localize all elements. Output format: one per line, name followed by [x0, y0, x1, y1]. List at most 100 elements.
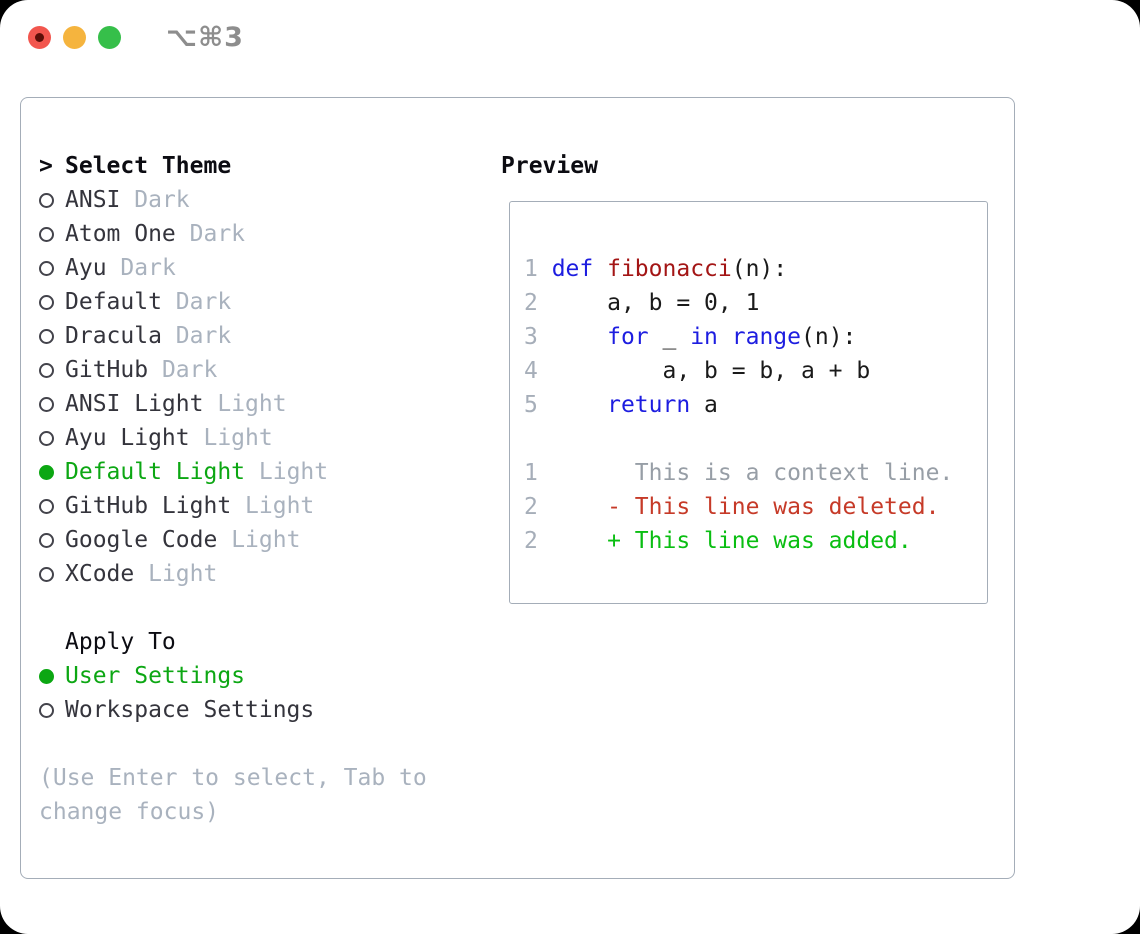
- radio-icon: [39, 294, 54, 310]
- line-number: 3: [524, 324, 552, 350]
- zoom-button[interactable]: [98, 26, 121, 49]
- theme-option-github[interactable]: GitHub Dark: [39, 353, 459, 387]
- line-number: 5: [524, 392, 552, 418]
- option-variant: Light: [245, 493, 315, 519]
- option-label: Google Code Light: [65, 527, 300, 553]
- option-label: Ayu Dark: [65, 255, 176, 281]
- line-number: 2: [524, 290, 552, 316]
- option-name: Dracula: [65, 323, 162, 349]
- option-variant: Light: [148, 561, 218, 587]
- code-token: [552, 494, 607, 520]
- code-line: 4 a, b = b, a + b: [524, 354, 987, 388]
- option-label: Ayu Light Light: [65, 425, 273, 451]
- option-variant: Dark: [161, 357, 218, 383]
- radio-icon: [39, 430, 54, 446]
- option-name: XCode: [65, 561, 135, 587]
- option-label: XCode Light: [65, 561, 217, 587]
- code-token: a, b = 0, 1: [551, 290, 760, 316]
- option-name: Ayu: [65, 255, 107, 281]
- theme-option-xcode[interactable]: XCode Light: [39, 557, 459, 591]
- diff-line: 2 + This line was added.: [524, 524, 987, 558]
- help-text: (Use Enter to select, Tab to change focu…: [39, 765, 427, 825]
- theme-option-ayu[interactable]: Ayu Dark: [39, 251, 459, 285]
- option-variant: Light: [203, 425, 273, 451]
- option-name: ANSI: [65, 187, 121, 213]
- radio-icon: [39, 260, 54, 276]
- radio-icon: [39, 498, 54, 514]
- code-token: a: [690, 392, 718, 418]
- focus-caret-icon: >: [39, 153, 53, 179]
- theme-option-default-light[interactable]: Default Light Light: [39, 455, 459, 489]
- minimize-button[interactable]: [63, 26, 86, 49]
- line-number: 2: [524, 494, 552, 520]
- diff-preview: 1 This is a context line.2 - This line w…: [524, 456, 987, 558]
- radio-icon: [39, 192, 54, 208]
- line-number: 1: [524, 256, 552, 282]
- code-token: a, b = b, a + b: [551, 358, 871, 384]
- radio-icon: [39, 362, 54, 378]
- code-token: for: [607, 324, 649, 350]
- option-label: Default Light Light: [65, 459, 328, 485]
- radio-icon: [39, 566, 54, 582]
- option-variant: Dark: [175, 323, 232, 349]
- close-button[interactable]: [28, 26, 51, 49]
- option-label: ANSI Dark: [65, 187, 190, 213]
- code-token: (n):: [801, 324, 857, 350]
- radio-selected-icon: [39, 464, 54, 480]
- apply-option-user-settings[interactable]: User Settings: [39, 659, 459, 693]
- theme-option-google-code[interactable]: Google Code Light: [39, 523, 459, 557]
- code-token: range: [731, 324, 801, 350]
- code-token: return: [607, 392, 691, 418]
- code-token: [593, 256, 607, 282]
- option-name: Ayu Light: [65, 425, 190, 451]
- traffic-lights: [28, 26, 121, 49]
- radio-icon: [39, 328, 54, 344]
- option-label: User Settings: [65, 663, 245, 689]
- option-name: Workspace Settings: [65, 697, 315, 723]
- line-number: 1: [524, 460, 552, 486]
- radio-icon: [39, 702, 54, 718]
- apply-to-header: Apply To: [39, 625, 459, 659]
- diff-line: 1 This is a context line.: [524, 456, 987, 490]
- apply-to-title: Apply To: [65, 629, 176, 655]
- code-token: + This line was added.: [607, 528, 912, 554]
- theme-option-ansi[interactable]: ANSI Dark: [39, 183, 459, 217]
- apply-option-workspace-settings[interactable]: Workspace Settings: [39, 693, 459, 727]
- option-variant: Dark: [120, 255, 176, 281]
- code-token: [552, 528, 607, 554]
- theme-option-github-light[interactable]: GitHub Light Light: [39, 489, 459, 523]
- option-variant: Light: [258, 459, 329, 485]
- option-name: Atom One: [65, 221, 176, 247]
- keyboard-shortcut-label: ⌥⌘3: [166, 22, 244, 53]
- option-label: Default Dark: [65, 289, 231, 315]
- theme-option-ansi-light[interactable]: ANSI Light Light: [39, 387, 459, 421]
- line-number: 2: [524, 528, 552, 554]
- theme-option-dracula[interactable]: Dracula Dark: [39, 319, 459, 353]
- option-name: GitHub Light: [65, 493, 232, 519]
- code-line: 5 return a: [524, 388, 987, 422]
- theme-option-ayu-light[interactable]: Ayu Light Light: [39, 421, 459, 455]
- preview-title: Preview: [501, 153, 598, 179]
- diff-line: 2 - This line was deleted.: [524, 490, 987, 524]
- radio-icon: [39, 226, 54, 242]
- radio-selected-icon: [39, 668, 54, 684]
- radio-icon: [39, 396, 54, 412]
- code-token: [718, 324, 732, 350]
- option-name: ANSI Light: [65, 391, 204, 417]
- theme-option-default[interactable]: Default Dark: [39, 285, 459, 319]
- code-token: def: [551, 256, 594, 282]
- code-token: [552, 324, 607, 350]
- code-token: [552, 392, 607, 418]
- option-variant: Light: [231, 527, 301, 553]
- option-label: ANSI Light Light: [65, 391, 287, 417]
- option-label: Dracula Dark: [65, 323, 231, 349]
- code-token: This is a context line.: [551, 460, 954, 486]
- line-number: 4: [524, 358, 552, 384]
- code-token: (n):: [731, 256, 788, 282]
- theme-option-atom-one[interactable]: Atom One Dark: [39, 217, 459, 251]
